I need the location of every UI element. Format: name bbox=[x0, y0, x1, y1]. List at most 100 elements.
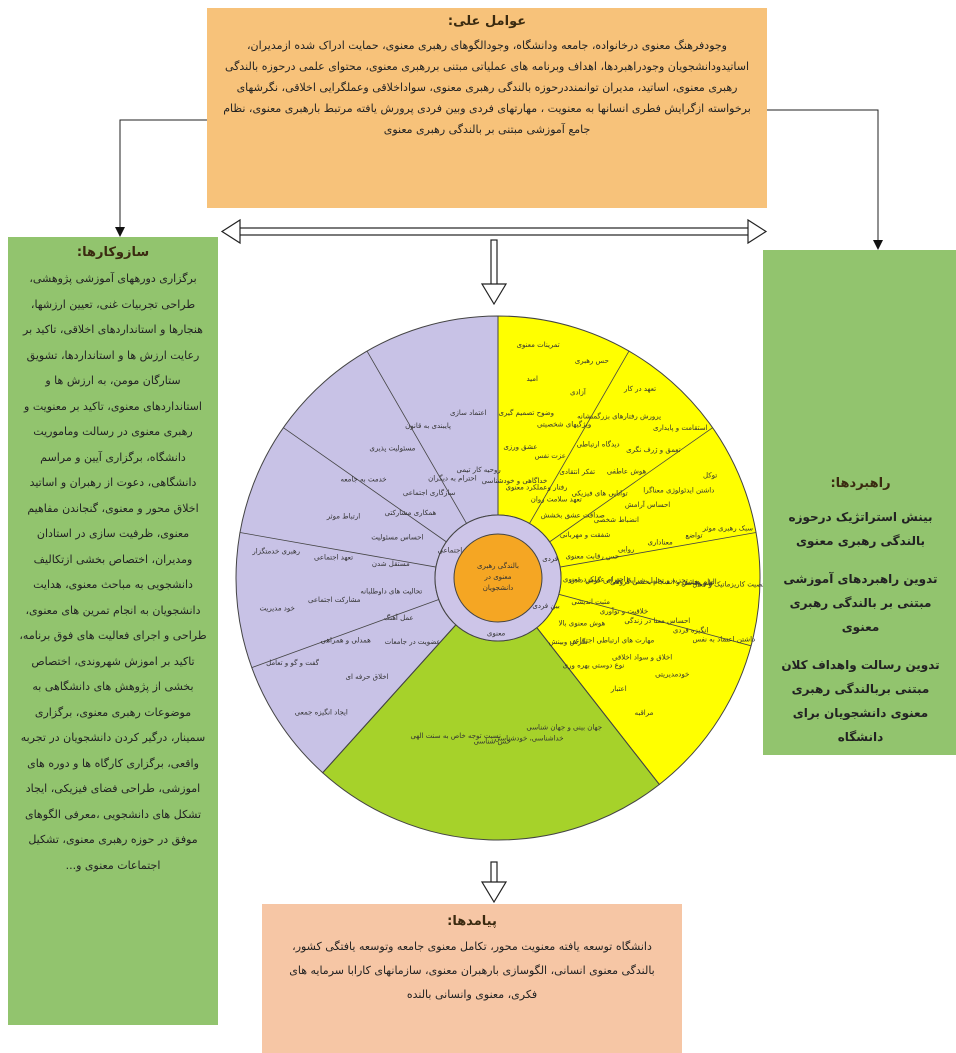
wheel-item-individual: رفتار وعملکرد معنوی bbox=[506, 484, 568, 492]
wheel-item-individual: روایی bbox=[618, 546, 635, 554]
wheel-item-interpersonal: عمل آهنگ bbox=[384, 613, 414, 622]
scientific-factors-title: عوامل علی: bbox=[447, 14, 527, 29]
wheel-item-individual: دیدگاه ارتباطی bbox=[577, 439, 620, 448]
wheel-item-interpersonal: روحیه کار تیمی bbox=[457, 466, 501, 474]
wheel-item-interpersonal: ایجاد انگیزه جمعی bbox=[295, 707, 348, 716]
wheel-item-individual: تواضع bbox=[685, 532, 702, 540]
wheel-item-individual: شخصیت کاریزماتیک و فعال bbox=[692, 580, 772, 588]
wheel-item-individual: وضوح تصمیم گیری bbox=[499, 408, 555, 417]
wheel-item-interpersonal: رهبری خدمتگزار bbox=[251, 546, 300, 555]
wheel-item-individual: توکل bbox=[703, 472, 717, 480]
wheel-item-spiritual: نسبت توجه خاص به سنت الهی bbox=[410, 732, 501, 740]
wheel-item-individual: آزادی bbox=[570, 388, 587, 397]
wheel-inner-label: اجتماعی bbox=[438, 546, 463, 554]
wheel-item-individual: حس رهبری bbox=[575, 357, 609, 365]
arrow-down-to-outcomes bbox=[480, 861, 508, 904]
wheel-item-individual: استقامت و پایداری bbox=[653, 424, 708, 432]
wheel-item-individual: مهارت های ارتباطی اجتماعی bbox=[570, 636, 655, 644]
wheel-item-interpersonal: ارتباط موثر bbox=[326, 513, 360, 521]
wheel-item-interpersonal: گفت و گو و تعامل bbox=[266, 658, 320, 667]
wheel-item-individual: تعهد سلامت روان bbox=[531, 495, 582, 503]
wheel-item-individual: نوع دوستی بهره وری bbox=[563, 662, 625, 670]
wheel-item-individual: انگیزه فردی bbox=[673, 625, 708, 634]
wheel-divider bbox=[536, 627, 660, 785]
wheel-item-individual: تفکر انتقادی bbox=[559, 468, 595, 476]
wheel-center-label: معنوی در bbox=[483, 573, 511, 581]
mechanisms-box: سازوکارها: برگزاری دورههای آموزشی پژوهشی… bbox=[8, 237, 218, 1025]
wheel-item-individual: الهام بخشی و انسجام بخشی گروهی bbox=[610, 577, 717, 586]
wheel-item-individual: پرورش رفتارهای بزرگمنشانه bbox=[577, 412, 661, 421]
wheel-divider bbox=[549, 427, 713, 543]
wheel-divider bbox=[322, 624, 457, 773]
wheel-item-interpersonal: عضویت در جامعات bbox=[385, 638, 441, 646]
wheel-item-interpersonal: سازگاری اجتماعی bbox=[403, 488, 456, 497]
outcomes-title: پیامدها: bbox=[447, 914, 497, 929]
wheel-item-individual: شفقت و مهربانی bbox=[560, 531, 610, 539]
wheel-item-individual: علم وهانش bbox=[681, 579, 714, 587]
wheel-item-interpersonal: مشارکت اجتماعی bbox=[308, 596, 361, 604]
wheel-item-individual: احساس معنا در زندگی bbox=[624, 616, 690, 625]
wheel-item-individual: سبک رهبری موثر bbox=[702, 525, 754, 533]
wheel-item-individual: عزت نفس bbox=[535, 452, 566, 460]
strategies-title: راهبردها: bbox=[830, 476, 891, 491]
wheel-item-individual: خلاقیت و نوآوری bbox=[600, 607, 648, 616]
wheel-item-interpersonal: احساس مسئولیت bbox=[371, 533, 423, 541]
wheel-item-interpersonal: مستقل شدن bbox=[372, 560, 410, 568]
wheel-inner-label: بین فردی bbox=[532, 602, 559, 610]
wheel-item-interpersonal: احترام به دیگران bbox=[428, 473, 477, 482]
wheel-item-spiritual: خداشناسی، خودشناسی bbox=[494, 735, 563, 743]
wheel-item-interpersonal: همکاری مشارکتی bbox=[385, 509, 437, 517]
wheel-item-individual: امید bbox=[526, 375, 538, 383]
wheel-item-individual: مراقبه bbox=[635, 709, 654, 717]
scientific-factors-body: وجودفرهنگ معنوی درخانواده، جامعه ودانشگا… bbox=[223, 39, 751, 136]
wheel-item-individual: هوش عاطفی bbox=[607, 468, 647, 476]
wheel-item-spiritual: جهان بینی و جهان شناسی bbox=[526, 724, 602, 732]
connector-right bbox=[767, 109, 883, 250]
double-arrow-horizontal bbox=[220, 218, 768, 245]
arrow-down-to-wheel bbox=[480, 239, 508, 306]
wheel-center-label: بالندگی رهبری bbox=[477, 561, 519, 570]
mechanisms-body: برگزاری دورههای آموزشی پژوهشی، طراحی تجر… bbox=[19, 272, 207, 872]
wheel-item-individual: داشتن اعتماد به نفس bbox=[693, 636, 756, 644]
wheel-item-individual: عشق ورزی bbox=[503, 443, 537, 451]
wheel-item-spiritual: حس شناسی bbox=[474, 737, 511, 745]
scientific-factors-box: عوامل علی: وجودفرهنگ معنوی درخانواده، جا… bbox=[207, 8, 767, 208]
wheel-item-interpersonal: اخلاق حرفه ای bbox=[345, 673, 388, 681]
wheel-item-individual: خداگاهی و خودشناسی bbox=[482, 476, 548, 485]
wheel-item-individual: هوش معنوی بالا bbox=[558, 619, 605, 627]
mechanisms-title: سازوکارها: bbox=[76, 245, 150, 260]
wheel-item-interpersonal: خود مدیریت bbox=[260, 604, 295, 612]
strategy-item: تدوین رسالت واهداف کلان مبتنی بربالندگی … bbox=[781, 658, 940, 744]
wheel-item-individual: خودمدیریتی bbox=[655, 670, 689, 678]
strategy-item: بینش استراتژیک درحوزه بالندگی رهبری معنو… bbox=[788, 510, 933, 548]
wheel-item-individual: صداقت عشق بخشش bbox=[541, 511, 605, 519]
wheel-divider bbox=[283, 427, 447, 543]
wheel-item-individual: تعهد در کار bbox=[623, 385, 656, 393]
strategy-item: تدوین راهبردهای آموزشی مبتنی بر بالندگی … bbox=[783, 572, 938, 634]
wheel-item-interpersonal: خدمت به جامعه bbox=[340, 476, 386, 484]
wheel-item-interpersonal: تعهد اجتماعی bbox=[314, 554, 353, 562]
wheel-center bbox=[453, 533, 543, 623]
wheel-item-individual: احترام عملکرد معنوی bbox=[563, 575, 626, 583]
wheel-item-interpersonal: پایبندی به قانون bbox=[405, 422, 451, 430]
wheel-item-individual: ویژگیهای شخصیتی bbox=[537, 419, 591, 428]
wheel-item-interpersonal: مسئولیت پذیری bbox=[369, 445, 415, 453]
strategies-box: راهبردها: بینش استراتژیک درحوزه بالندگی … bbox=[763, 250, 956, 755]
wheel-item-interpersonal: همدلی و همراهی bbox=[321, 637, 372, 645]
outcomes-box: پیامدها: دانشگاه توسعه یافته معنویت محور… bbox=[262, 904, 682, 1053]
wheel-divider bbox=[239, 532, 437, 568]
wheel-item-individual: نگرش وبینش bbox=[549, 637, 588, 646]
wheel-item-individual: حس رقابت معنوی bbox=[565, 553, 619, 561]
outcomes-body: دانشگاه توسعه یافته معنویت محور، تکامل م… bbox=[289, 940, 655, 1001]
wheel-item-interpersonal: تحالیت های داوطلبانه bbox=[360, 588, 422, 596]
wheel-center-label: دانشجویان bbox=[483, 584, 514, 592]
wheel-divider bbox=[558, 593, 752, 647]
wheel-item-individual: تمرینات معنوی bbox=[517, 341, 560, 349]
wheel-divider bbox=[366, 350, 467, 524]
wheel-divider bbox=[251, 599, 439, 668]
wheel-item-individual: انضباط شخصی bbox=[594, 516, 639, 524]
connector-left bbox=[115, 119, 207, 237]
wheel-item-individual: احساس آرامش bbox=[625, 500, 670, 509]
